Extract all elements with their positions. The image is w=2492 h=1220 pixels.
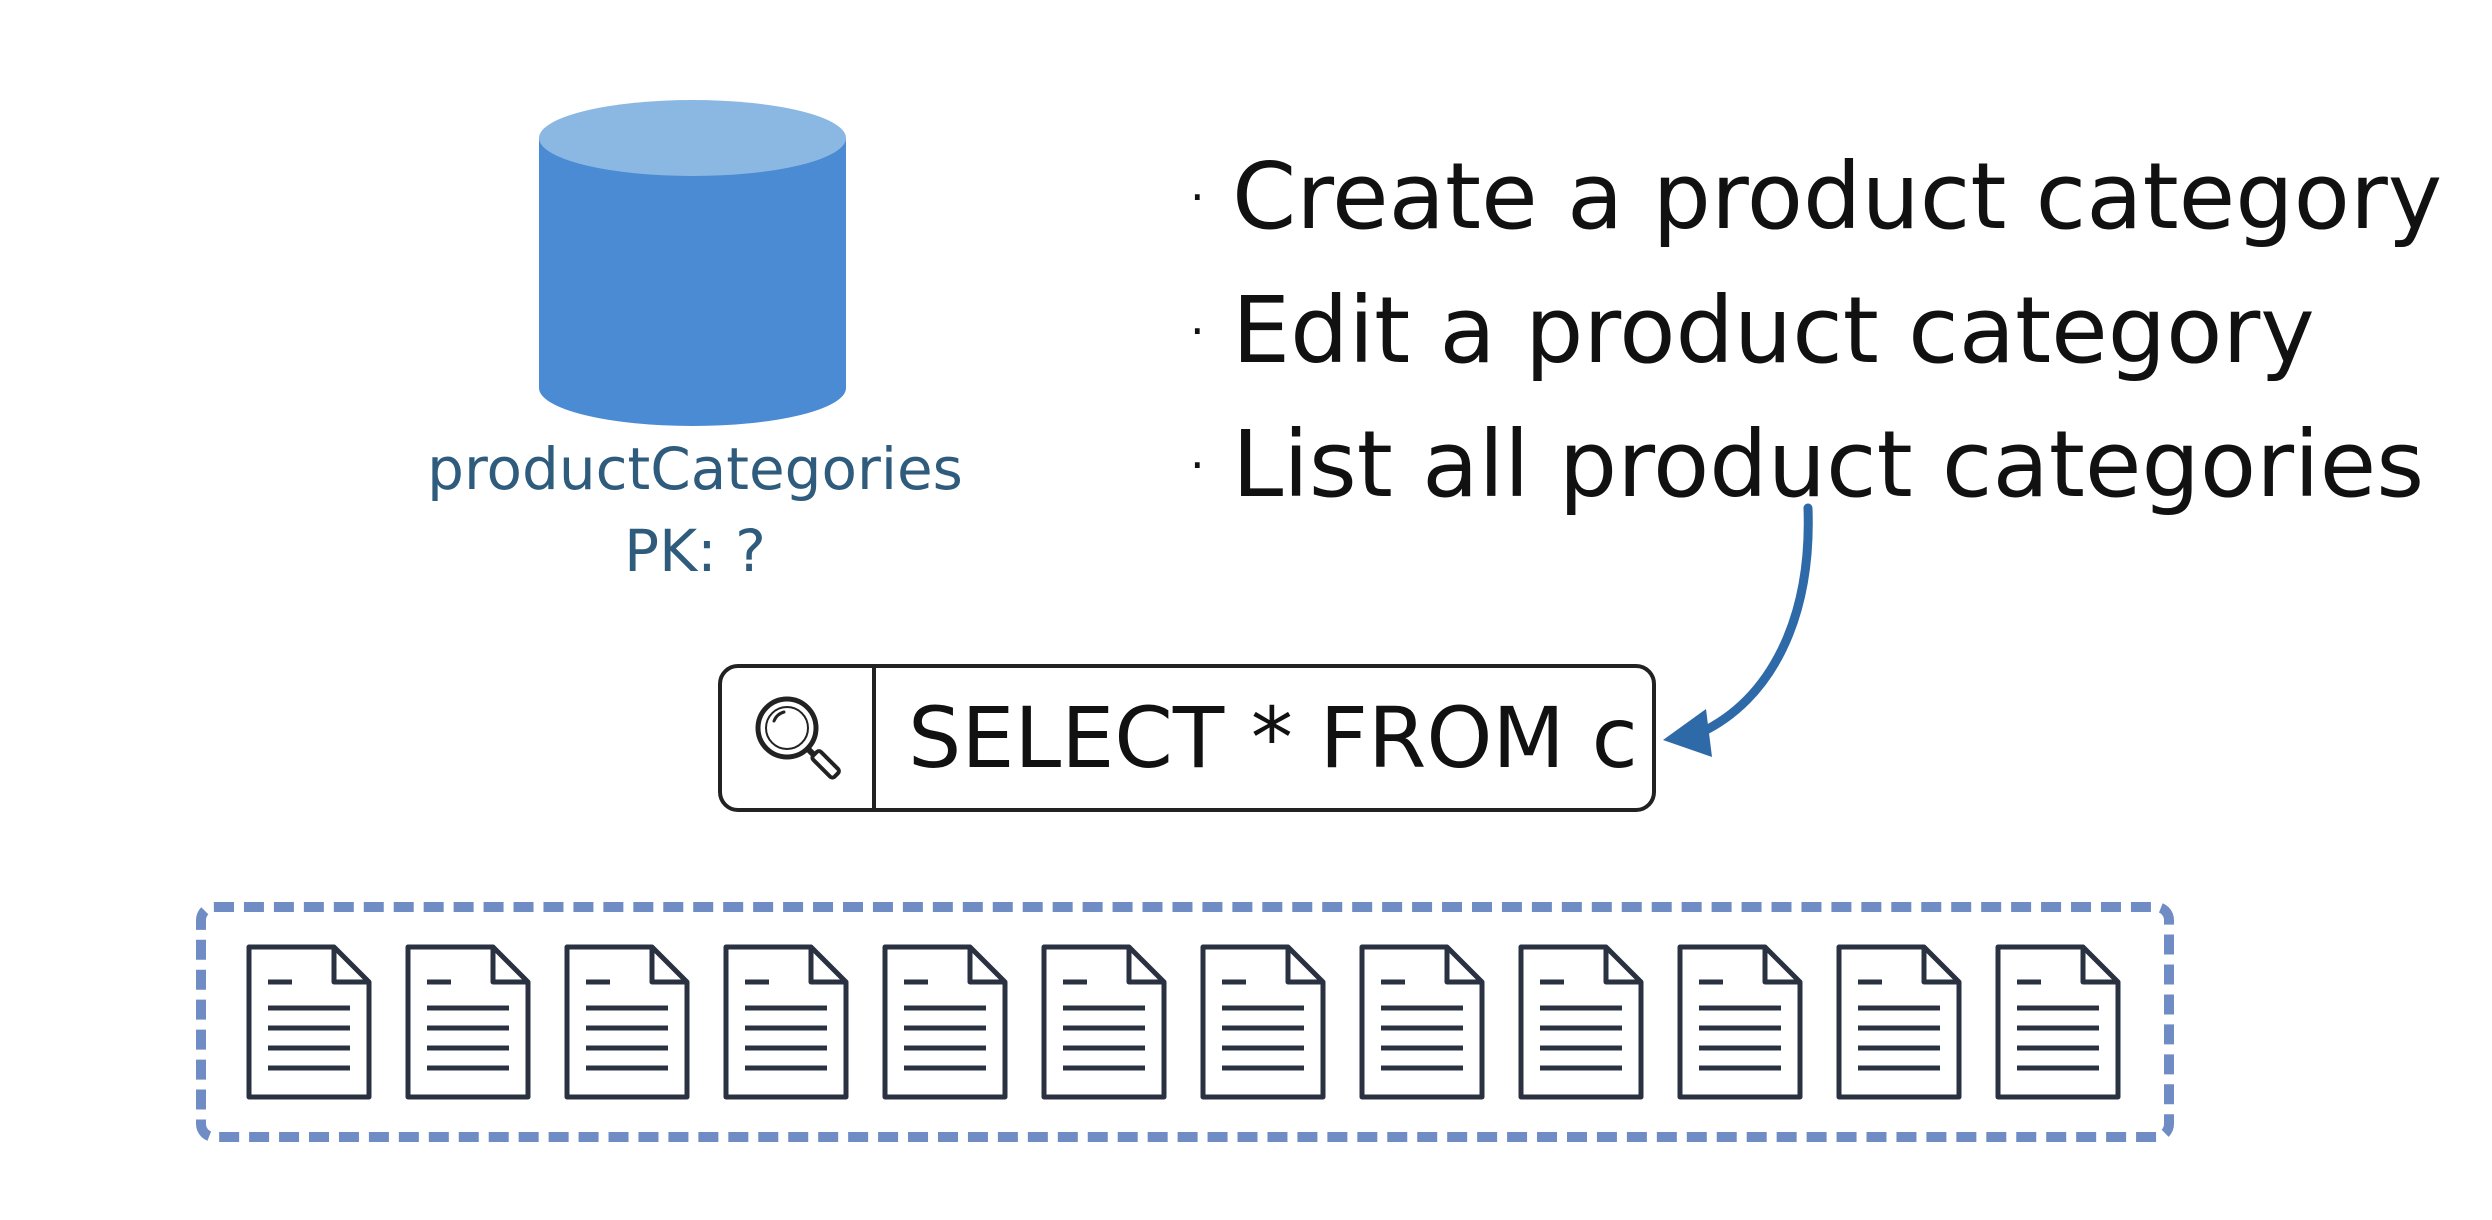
database-icon — [539, 100, 846, 426]
bullet-marker: · — [1190, 304, 1205, 358]
document-icon — [882, 944, 1008, 1100]
bullet-marker: · — [1190, 438, 1205, 492]
operation-text: Create a product category — [1232, 143, 2443, 250]
document-icon — [405, 944, 531, 1100]
query-box: SELECT * FROM c — [718, 664, 1656, 812]
collection-name: productCategories — [427, 435, 963, 503]
query-text: SELECT * FROM c — [908, 689, 1638, 787]
search-icon — [722, 668, 876, 808]
document-icon — [246, 944, 372, 1100]
document-icon — [1518, 944, 1644, 1100]
operation-text: List all product categories — [1232, 411, 2425, 518]
document-icon — [564, 944, 690, 1100]
documents-container — [196, 902, 2174, 1142]
operations-list: · Create a product category · Edit a pro… — [1190, 130, 2442, 532]
bullet-marker: · — [1190, 170, 1205, 224]
document-icon — [1677, 944, 1803, 1100]
operation-item-create: · Create a product category — [1190, 130, 2442, 264]
operation-item-list: · List all product categories — [1190, 398, 2442, 532]
document-icon — [723, 944, 849, 1100]
document-icon — [1200, 944, 1326, 1100]
document-icon — [1836, 944, 1962, 1100]
partition-key-label: PK: ? — [624, 517, 766, 585]
operation-item-edit: · Edit a product category — [1190, 264, 2442, 398]
operation-text: Edit a product category — [1232, 277, 2315, 384]
document-icon — [1359, 944, 1485, 1100]
document-icon — [1041, 944, 1167, 1100]
document-icon — [1995, 944, 2121, 1100]
